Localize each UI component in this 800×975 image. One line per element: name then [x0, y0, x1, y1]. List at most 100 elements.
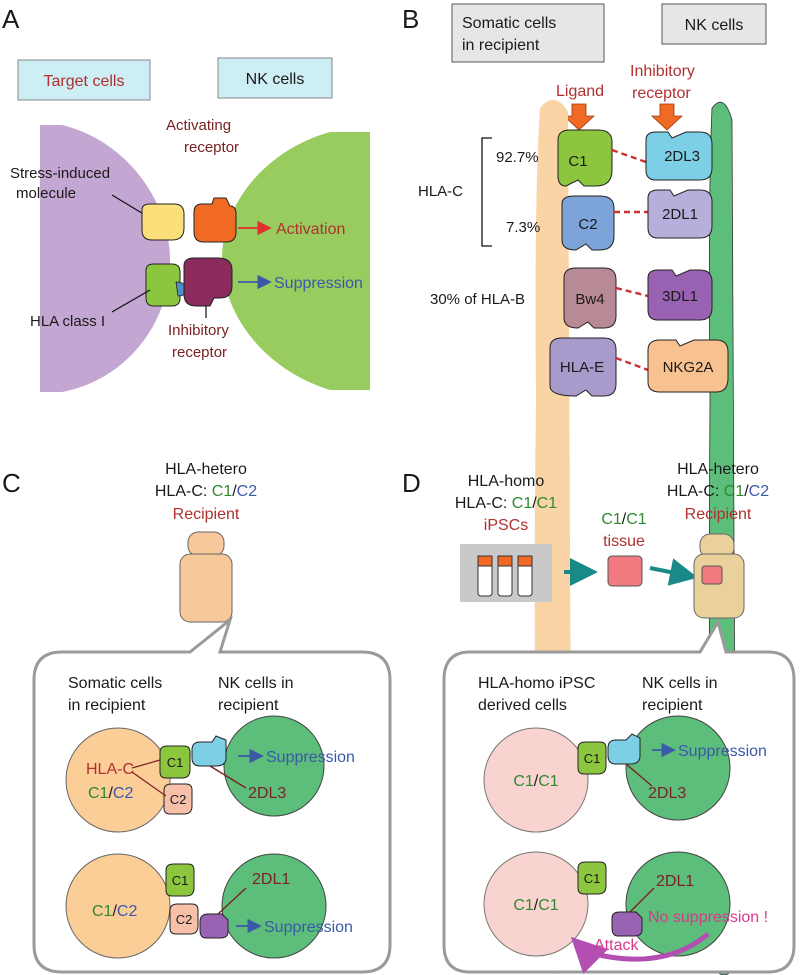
- receptor-2dl3-label: 2DL3: [664, 148, 700, 165]
- c-hla-c-prefix: HLA-C:: [155, 483, 212, 500]
- ligand-bw4-label: Bw4: [575, 291, 604, 308]
- d-c1c1-top: C1/C1: [513, 773, 558, 790]
- inhibitory-receptor: [183, 257, 233, 307]
- c-somatic-cell-top: [65, 727, 171, 833]
- receptor-2dl1-label: 2DL1: [662, 206, 698, 223]
- panel-a-letter: A: [2, 4, 20, 34]
- c-hla-c-line: HLA-C: C1/C2: [155, 483, 257, 500]
- c-c1-label-top: C1: [167, 755, 184, 770]
- c-2dl3-receptor: [191, 735, 227, 767]
- target-cells-label: Target cells: [44, 73, 125, 90]
- receptor-2dl1: [647, 189, 713, 239]
- d-attack-label: Attack: [594, 937, 639, 954]
- c-somatic-cell-bottom: [65, 853, 171, 959]
- receptor-nkg2a: [647, 339, 729, 393]
- hla-class-label: HLA class I: [30, 313, 105, 330]
- d-no-suppression: No suppression !: [648, 909, 768, 926]
- d-c1-label-bottom: C1: [584, 871, 601, 886]
- c-nk-label-2: recipient: [218, 697, 279, 714]
- c-c1c2-in-cell: C1/C2: [88, 785, 133, 802]
- ligand-hla-e-label: HLA-E: [560, 359, 604, 376]
- receptor-2dl3: [645, 131, 713, 181]
- c-2dl1-pointer: [217, 887, 247, 915]
- d-nk-label-2: recipient: [642, 697, 703, 714]
- c-somatic-label-1: Somatic cells: [68, 675, 162, 692]
- recipient-person-icon: [179, 531, 233, 623]
- d-2dl1-label: 2DL1: [656, 873, 694, 890]
- ligand-label: Ligand: [556, 83, 604, 100]
- c-suppression-top: Suppression: [266, 749, 355, 766]
- inhibitory-label-b-2: receptor: [632, 85, 691, 102]
- stress-molecule-label-2: molecule: [16, 185, 76, 202]
- c-c1-label-bottom: C1: [172, 873, 189, 888]
- d-derived-label-1: HLA-homo iPSC: [478, 675, 595, 692]
- d-2dl1-receptor: [611, 911, 643, 937]
- ligand-hla-e: [549, 337, 617, 397]
- somatic-label-2: in recipient: [462, 37, 540, 54]
- c-recipient: Recipient: [173, 506, 240, 523]
- d-tissue: [607, 555, 643, 587]
- d-homo-hla-c: HLA-C: C1/C1: [455, 495, 557, 512]
- d-nk-label-1: NK cells in: [642, 675, 718, 692]
- panel-c: C HLA-hetero HLA-C: C1/C2 Recipient Soma…: [2, 461, 392, 974]
- c-hla-c-in-cell: HLA-C: [86, 761, 134, 778]
- suppression-label-a: Suppression: [274, 275, 363, 292]
- panel-d: D HLA-homo HLA-C: C1/C1 iPSCs C1/C1 tiss…: [402, 461, 796, 975]
- d-recipient-person-icon: [693, 533, 745, 619]
- ligand-arrow: [562, 103, 596, 131]
- panel-d-letter: D: [402, 468, 421, 498]
- d-ipsc-cell-top: [483, 727, 589, 833]
- d-homo-title: HLA-homo: [468, 473, 545, 490]
- d-ipsc-cell-bottom: [483, 851, 589, 957]
- c-2dl3-pointer: [209, 765, 247, 789]
- stress-induced-molecule: [141, 203, 185, 241]
- bind-bw4-3dl1: [615, 286, 649, 298]
- ligand-c1-label: C1: [568, 153, 587, 170]
- c-nk-cell-top: [223, 715, 325, 817]
- d-hetero-title: HLA-hetero: [677, 461, 759, 478]
- somatic-label-box: [451, 3, 605, 63]
- nk-cells-label-box-a: [217, 57, 333, 99]
- inhibitory-label-b-1: Inhibitory: [630, 63, 695, 80]
- c-c2-label-top: C2: [170, 792, 187, 807]
- nk-cell-a: [222, 132, 370, 390]
- d-2dl3-receptor: [607, 733, 641, 765]
- c-suppression-bottom: Suppression: [264, 919, 353, 936]
- ligand-c2: [561, 195, 615, 251]
- c-title-hetero: HLA-hetero: [165, 461, 247, 478]
- d-derived-label-2: derived cells: [478, 697, 567, 714]
- c-somatic-label-2: in recipient: [68, 697, 146, 714]
- somatic-label-1: Somatic cells: [462, 15, 556, 32]
- target-cells-label-box: [17, 59, 151, 101]
- ligand-c1: [557, 129, 613, 187]
- c-hla-c-pointer-1: [131, 759, 161, 769]
- receptor-nkg2a-label: NKG2A: [663, 359, 714, 376]
- d-c1-label-top: C1: [584, 751, 601, 766]
- d-nk-cell-top: [625, 715, 731, 821]
- d-c1-ligand-bottom: [577, 861, 607, 895]
- activation-label: Activation: [276, 221, 345, 238]
- target-cell: [40, 125, 170, 392]
- ligand-c2-label: C2: [578, 216, 597, 233]
- d-suppression-top: Suppression: [678, 743, 767, 760]
- c-hla-c-pointer-2: [131, 771, 167, 797]
- c-c1: C1: [212, 483, 233, 500]
- ligand-bw4: [563, 267, 617, 329]
- panel-b-letter: B: [402, 4, 419, 34]
- d-hetero-hla-c: HLA-C: C1/C2: [667, 483, 769, 500]
- nk-cells-label-b: NK cells: [685, 17, 744, 34]
- c-c1c2-bottom: C1/C2: [92, 903, 137, 920]
- activating-receptor: [193, 197, 237, 243]
- c-c2-ligand-bottom: [169, 903, 199, 935]
- hla-b-label: 30% of HLA-B: [430, 291, 525, 308]
- c-c1-ligand-top: [159, 745, 191, 779]
- hla-c-label: HLA-C: [418, 183, 463, 200]
- hla-class-i: [145, 263, 181, 307]
- c-2dl3-label: 2DL3: [248, 785, 286, 802]
- bind-hlae-nkg2a: [615, 356, 649, 372]
- d-tissue-label: tissue: [603, 533, 645, 550]
- pct-c1: 92.7%: [496, 149, 539, 166]
- d-ipscs: iPSCs: [484, 517, 528, 534]
- c-nk-cell-bottom: [221, 853, 327, 959]
- c-c2-ligand-top: [163, 783, 193, 815]
